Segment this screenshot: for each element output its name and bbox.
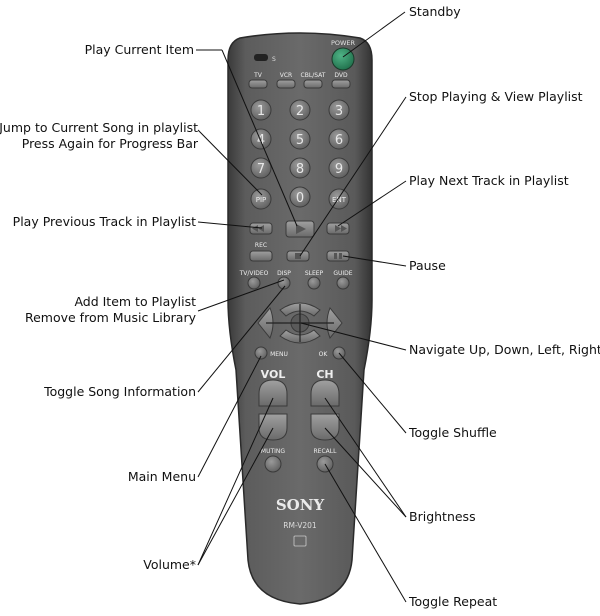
label-add-line1: Add Item to Playlist bbox=[25, 294, 196, 310]
digit-label-7: 7 bbox=[257, 162, 265, 177]
label-pause: Pause bbox=[409, 258, 446, 274]
rec-button[interactable] bbox=[250, 251, 272, 261]
guide-label: GUIDE bbox=[333, 270, 352, 277]
label-toggle-repeat: Toggle Repeat bbox=[409, 594, 497, 610]
muting-label: MUTING bbox=[261, 448, 285, 455]
ok-label: OK bbox=[319, 351, 329, 358]
digit-label-5: 5 bbox=[296, 133, 304, 148]
source-label-0: TV bbox=[253, 72, 263, 79]
vol-up-button[interactable] bbox=[259, 380, 287, 406]
menu-label: MENU bbox=[270, 351, 288, 358]
label-jump-current: Jump to Current Song in playlist Press A… bbox=[0, 120, 198, 152]
menu-button[interactable] bbox=[255, 347, 267, 359]
digit-label-2: 2 bbox=[296, 104, 304, 119]
brand-logo: SONY bbox=[276, 496, 325, 514]
label-play-next: Play Next Track in Playlist bbox=[409, 173, 569, 189]
tvvideo-label: TV/VIDEO bbox=[239, 270, 269, 277]
label-add-remove: Add Item to Playlist Remove from Music L… bbox=[25, 294, 196, 326]
ch-label: CH bbox=[316, 368, 333, 381]
sleep-button[interactable] bbox=[308, 277, 320, 289]
label-jump-line1: Jump to Current Song in playlist bbox=[0, 120, 198, 136]
digit-label-8: 8 bbox=[296, 162, 304, 177]
model-label: RM-V201 bbox=[283, 521, 317, 530]
source-label-2: CBL/SAT bbox=[301, 72, 326, 79]
label-add-line2: Remove from Music Library bbox=[25, 310, 196, 326]
label-standby: Standby bbox=[409, 4, 461, 20]
label-toggle-info: Toggle Song Information bbox=[44, 384, 196, 400]
label-main-menu: Main Menu bbox=[128, 469, 196, 485]
vol-down-button[interactable] bbox=[259, 414, 287, 440]
power-label: POWER bbox=[331, 39, 356, 47]
source-label-3: DVD bbox=[334, 72, 348, 79]
label-volume: Volume* bbox=[143, 557, 196, 573]
source-button-tv[interactable] bbox=[249, 80, 267, 88]
muting-button[interactable] bbox=[265, 456, 281, 472]
vol-label: VOL bbox=[261, 368, 286, 381]
source-button-cblsat[interactable] bbox=[304, 80, 322, 88]
label-play-prev: Play Previous Track in Playlist bbox=[13, 214, 196, 230]
tvvideo-button[interactable] bbox=[248, 277, 260, 289]
rec-label: REC bbox=[255, 242, 267, 249]
digit-label-3: 3 bbox=[335, 104, 343, 119]
label-play-current: Play Current Item bbox=[85, 42, 194, 58]
digit-label-9: 9 bbox=[335, 162, 343, 177]
digit-label-0: 0 bbox=[296, 191, 304, 206]
source-label-1: VCR bbox=[280, 72, 292, 79]
label-toggle-shuffle: Toggle Shuffle bbox=[409, 425, 497, 441]
digit-label-1: 1 bbox=[257, 104, 265, 119]
label-stop-view: Stop Playing & View Playlist bbox=[409, 89, 583, 105]
digit-label-6: 6 bbox=[335, 133, 343, 148]
label-jump-line2: Press Again for Progress Bar bbox=[0, 136, 198, 152]
ch-up-button[interactable] bbox=[311, 380, 339, 406]
source-button-dvd[interactable] bbox=[332, 80, 350, 88]
sleep-label: SLEEP bbox=[305, 270, 324, 277]
source-button-vcr[interactable] bbox=[277, 80, 295, 88]
disp-label: DISP bbox=[277, 270, 291, 277]
ch-down-button[interactable] bbox=[311, 414, 339, 440]
guide-button[interactable] bbox=[337, 277, 349, 289]
label-brightness: Brightness bbox=[409, 509, 476, 525]
recall-label: RECALL bbox=[314, 448, 338, 455]
switch-label: S bbox=[272, 56, 276, 63]
mode-switch[interactable] bbox=[254, 54, 268, 61]
label-navigate: Navigate Up, Down, Left, Right bbox=[409, 342, 600, 358]
pip-label: PIP bbox=[256, 196, 267, 204]
